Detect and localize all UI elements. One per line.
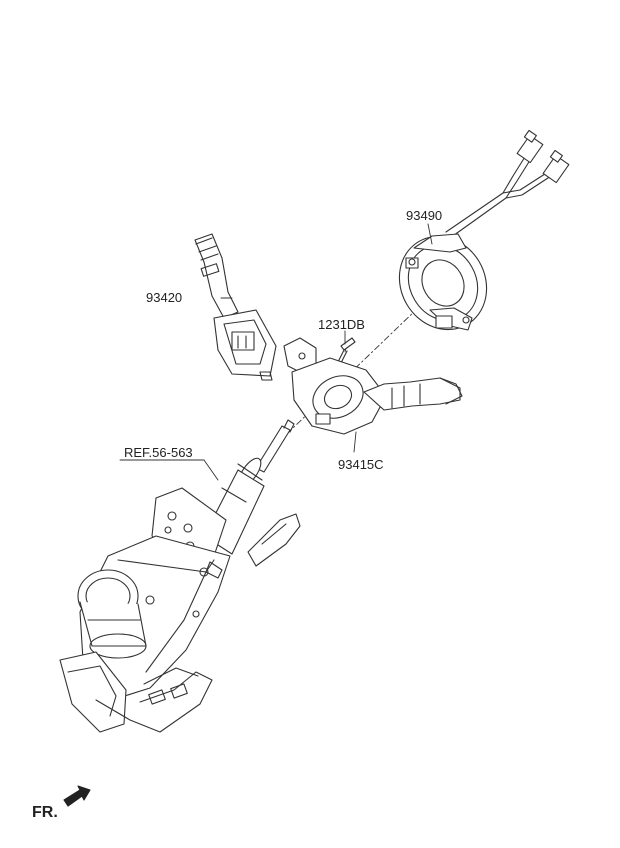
screw-part xyxy=(337,337,356,364)
light-switch-part xyxy=(194,233,277,381)
label-ref-56-563: REF.56-563 xyxy=(124,445,193,460)
label-93415C: 93415C xyxy=(338,457,384,472)
label-1231DB: 1231DB xyxy=(318,317,365,332)
label-93490: 93490 xyxy=(406,208,443,223)
label-93420: 93420 xyxy=(146,290,183,305)
front-direction-arrow xyxy=(63,785,91,807)
switch-body-part xyxy=(283,337,463,435)
leader-lines xyxy=(119,223,433,481)
steering-column-part xyxy=(59,419,301,733)
front-direction-label: FR. xyxy=(32,804,58,821)
clock-spring-part xyxy=(398,129,570,331)
